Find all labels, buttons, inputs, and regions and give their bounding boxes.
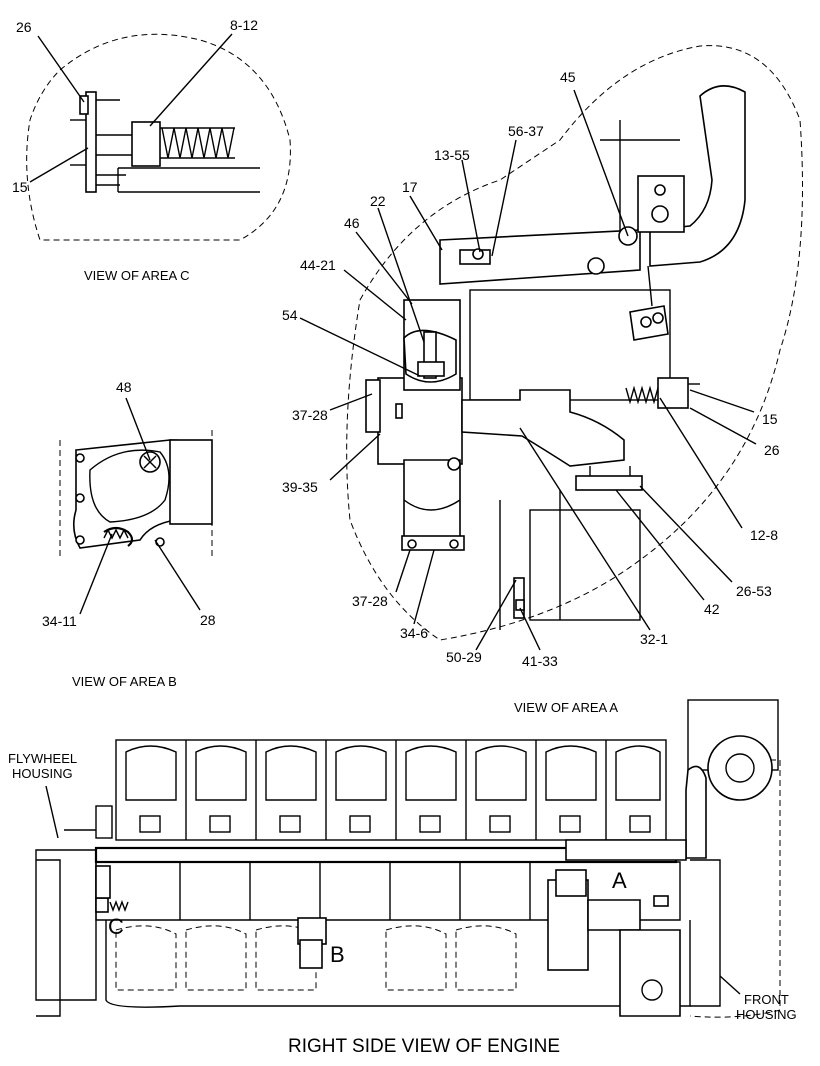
- caption-view-area-b: VIEW OF AREA B: [72, 674, 177, 689]
- callout-39-35: 39-35: [282, 479, 318, 495]
- view-area-b: 48 34-11 28 VIEW OF AREA B: [42, 379, 216, 689]
- marker-area-a: A: [612, 868, 627, 893]
- callout-26-c: 26: [16, 19, 32, 35]
- label-flywheel-line1: FLYWHEEL: [8, 751, 77, 766]
- callout-26-a: 26: [764, 442, 780, 458]
- callout-28-b: 28: [200, 612, 216, 628]
- callout-26-53: 26-53: [736, 583, 772, 599]
- callout-22: 22: [370, 193, 386, 209]
- marker-area-c: C: [108, 914, 124, 939]
- callout-45: 45: [560, 69, 576, 85]
- diagram-title: RIGHT SIDE VIEW OF ENGINE: [288, 1036, 560, 1057]
- callout-37-28-bottom: 37-28: [352, 593, 388, 609]
- callout-34-6: 34-6: [400, 625, 428, 641]
- callout-15-a: 15: [762, 411, 778, 427]
- callout-15-c: 15: [12, 179, 28, 195]
- view-area-c: 26 8-12 15 VIEW OF AREA C: [12, 17, 291, 283]
- cylinder-heads: [115, 739, 667, 841]
- label-flywheel-line2: HOUSING: [12, 766, 73, 781]
- callout-54: 54: [282, 307, 298, 323]
- callout-50-29: 50-29: [446, 649, 482, 665]
- caption-view-area-a: VIEW OF AREA A: [514, 700, 618, 715]
- callout-48: 48: [116, 379, 132, 395]
- callout-37-28-top: 37-28: [292, 407, 328, 423]
- callout-42: 42: [704, 601, 720, 617]
- callout-44-21: 44-21: [300, 257, 336, 273]
- callout-8-12: 8-12: [230, 17, 258, 33]
- callout-13-55: 13-55: [434, 147, 470, 163]
- callout-32-1: 32-1: [640, 631, 668, 647]
- caption-view-area-c: VIEW OF AREA C: [84, 268, 189, 283]
- callout-17: 17: [402, 179, 418, 195]
- callout-34-11: 34-11: [42, 613, 77, 629]
- label-front-line2: HOUSING: [736, 1007, 797, 1022]
- marker-area-b: B: [330, 942, 345, 967]
- callout-56-37: 56-37: [508, 123, 544, 139]
- view-area-a: 45 56-37 13-55 17 22 46 44-21 54 37-28 3…: [282, 45, 803, 715]
- callout-41-33: 41-33: [522, 653, 558, 669]
- callout-46: 46: [344, 215, 360, 231]
- label-front-line1: FRONT: [744, 992, 789, 1007]
- engine-side-view: FLYWHEEL HOUSING FRONT HOUSING A B C: [8, 699, 797, 1022]
- callout-12-8: 12-8: [750, 527, 778, 543]
